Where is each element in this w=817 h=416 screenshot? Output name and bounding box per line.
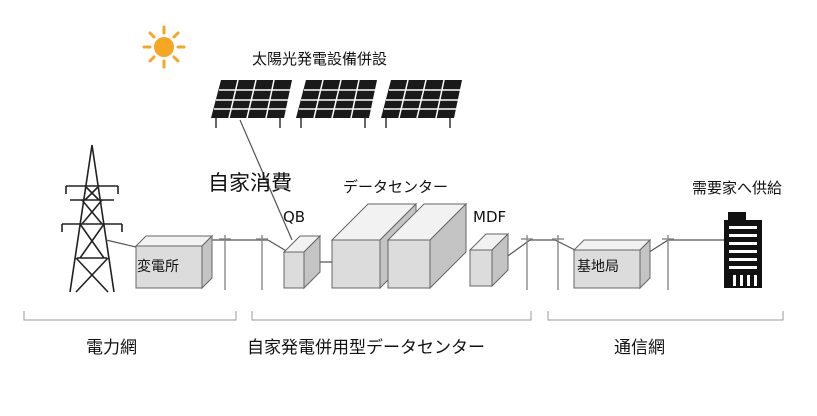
transmission-tower-icon (61, 144, 123, 293)
qb-box (282, 234, 322, 290)
utility-pole-icon (219, 235, 231, 290)
substation-label: 変電所 (137, 259, 179, 275)
qb-label: QB (283, 208, 306, 226)
customer-supply-label: 需要家へ供給 (692, 179, 783, 197)
substation-box (134, 234, 214, 290)
building-icon (724, 212, 762, 288)
solar-panel-icon (381, 79, 462, 128)
sun-icon (142, 25, 186, 69)
utility-pole-icon (256, 235, 268, 290)
utility-pole-icon (662, 235, 674, 290)
utility-pole-icon (521, 235, 533, 290)
section-bracket-network (547, 311, 784, 321)
solar-facility-label: 太陽光発電設備併設 (252, 50, 388, 68)
solar-panel-icon (296, 79, 377, 128)
self-consumption-line (239, 119, 293, 241)
base-station-label: 基地局 (577, 259, 619, 275)
mdf-label: MDF (473, 208, 507, 226)
utility-pole-icon (552, 235, 564, 290)
main-title: 自家発電併用型データセンター (247, 338, 485, 358)
mdf-box (468, 232, 510, 288)
data-center-label: データセンター (343, 178, 449, 196)
section-bracket-power (23, 311, 237, 321)
power-grid-label: 電力網 (86, 338, 137, 358)
section-bracket-datacenter (251, 311, 532, 321)
base-station-box (572, 238, 652, 290)
solar-panel-icon (211, 79, 292, 128)
self-consumption-label: 自家消費 (208, 171, 292, 195)
comm-network-label: 通信網 (614, 338, 665, 358)
data-center-rack (386, 202, 468, 290)
